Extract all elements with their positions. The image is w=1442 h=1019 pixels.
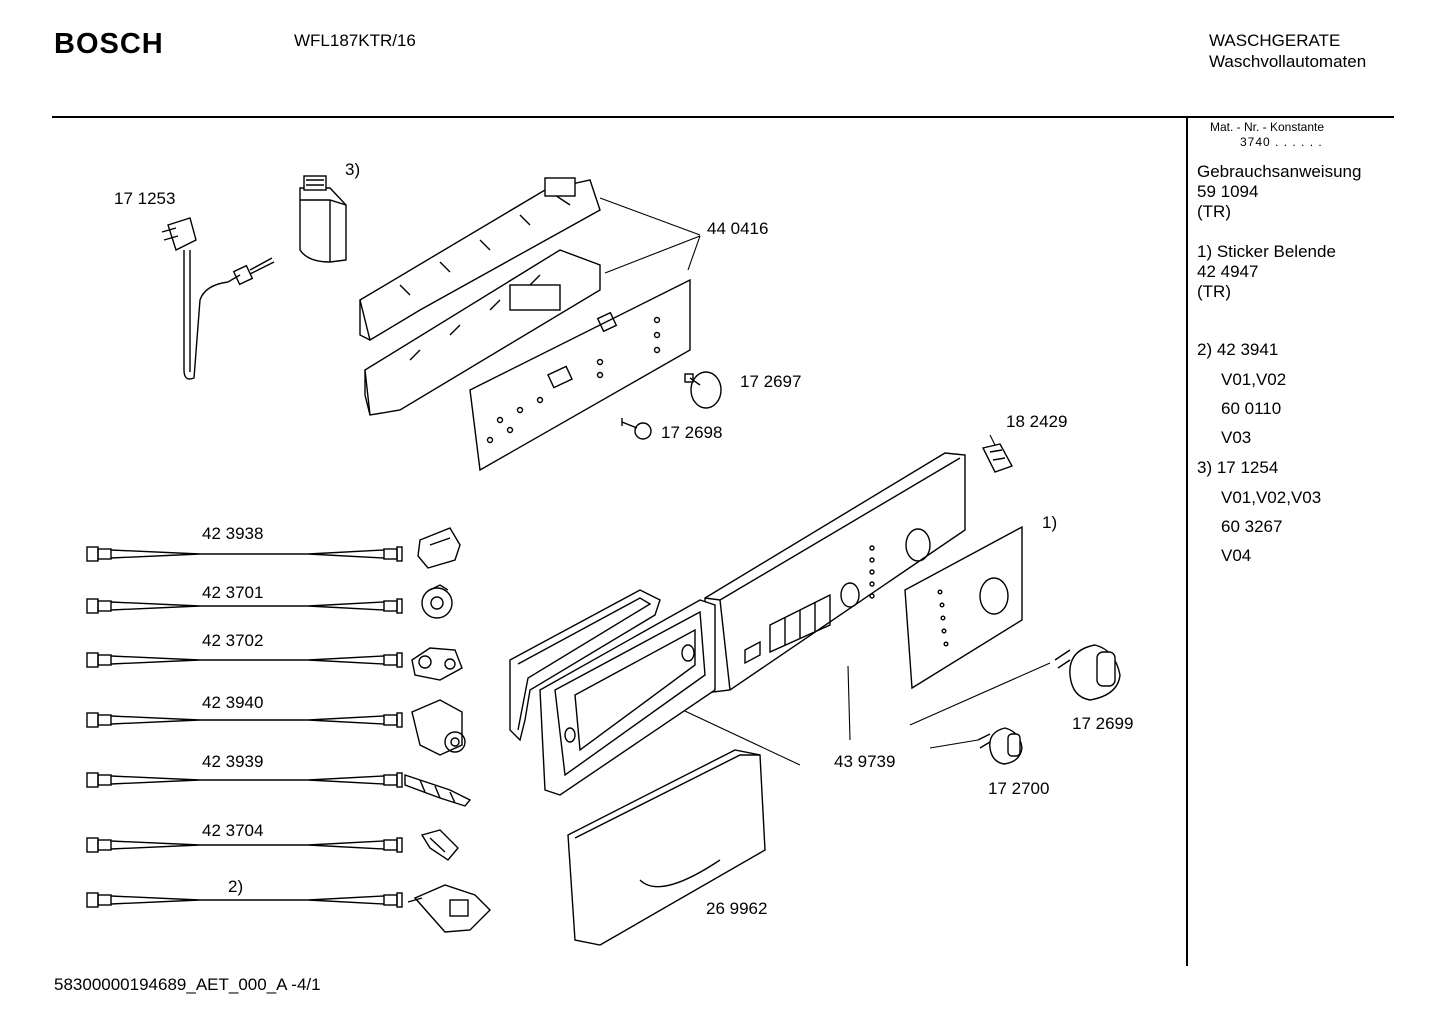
part-label-172698: 17 2698 <box>661 423 723 442</box>
module-frame-upper <box>359 177 601 342</box>
manual-title: Gebrauchsanweisung <box>1197 162 1362 181</box>
leader-lines <box>599 197 1051 766</box>
part-label-172700: 17 2700 <box>988 779 1050 798</box>
door-lock-component <box>417 527 461 569</box>
heater-sensor-component <box>404 774 472 807</box>
harness-423701 <box>86 598 403 614</box>
knob-172699 <box>1054 644 1121 701</box>
model-number: WFL187KTR/16 <box>294 31 416 50</box>
part-label-423939: 42 3939 <box>202 752 264 771</box>
note3-number2: 60 3267 <box>1221 517 1283 536</box>
mat-number-value: 3740 . . . . . . <box>1240 135 1323 149</box>
sticker-part <box>904 525 1023 690</box>
part-label-note1: 1) <box>1042 513 1058 532</box>
part-label-440416: 44 0416 <box>707 219 769 238</box>
part-label-439739: 43 9739 <box>834 752 896 771</box>
harness-423702 <box>86 652 403 668</box>
solenoid-component <box>407 884 491 933</box>
knob-172700 <box>977 727 1023 765</box>
dispenser-gasket <box>509 589 661 742</box>
note1-language: (TR) <box>1197 282 1231 301</box>
module-frame-lower <box>364 249 601 416</box>
part-label-423940: 42 3940 <box>202 693 264 712</box>
sidebar-divider <box>1186 116 1188 966</box>
part-label-423704: 42 3704 <box>202 821 264 840</box>
note2-number2: 60 0110 <box>1221 399 1282 418</box>
part-label-182429: 18 2429 <box>1006 412 1068 431</box>
control-board <box>469 278 691 472</box>
header-divider <box>52 116 1394 118</box>
harness-423939 <box>86 772 403 788</box>
mat-number-label: Mat. - Nr. - Konstante <box>1210 120 1325 134</box>
dispenser-housing <box>539 599 716 796</box>
exploded-parts-drawing <box>86 175 1121 946</box>
ntc-sensor-component <box>420 829 459 861</box>
part-label-423938: 42 3938 <box>202 524 264 543</box>
note2-variant1: V01,V02 <box>1221 370 1287 389</box>
part-label-note2: 2) <box>228 877 244 896</box>
bracket-182429 <box>981 443 1014 473</box>
harness-part2 <box>86 892 403 908</box>
part-label-172697: 17 2697 <box>740 372 802 391</box>
note1-number: 42 4947 <box>1197 262 1259 281</box>
note3-variant2: V04 <box>1221 546 1252 565</box>
document-code: 58300000194689_AET_000_A -4/1 <box>54 975 321 994</box>
drawer-front <box>567 749 766 946</box>
note3-variant1: V01,V02,V03 <box>1221 488 1322 507</box>
pump-component <box>411 699 466 756</box>
part-label-171253: 17 1253 <box>114 189 176 208</box>
part-label-note3: 3) <box>345 160 361 179</box>
part-label-423702: 42 3702 <box>202 631 264 650</box>
category-subtitle: Waschvollautomaten <box>1209 52 1367 71</box>
note2-title: 2) 42 3941 <box>1197 340 1279 359</box>
valve-component <box>411 647 463 681</box>
part-label-172699: 17 2699 <box>1072 714 1134 733</box>
filter-part <box>299 175 347 263</box>
shaft-172697 <box>684 371 722 409</box>
brand-logo: BOSCH <box>54 28 164 60</box>
harness-423938 <box>86 546 403 562</box>
power-cord-part <box>161 217 275 380</box>
part-label-269962: 26 9962 <box>706 899 768 918</box>
part-label-423701: 42 3701 <box>202 583 264 602</box>
pressure-switch-component <box>421 584 453 619</box>
category-title: WASCHGERATE <box>1209 31 1341 50</box>
harness-423940 <box>86 712 403 728</box>
note1-title: 1) Sticker Belende <box>1197 242 1336 261</box>
note3-title: 3) 17 1254 <box>1197 458 1279 477</box>
note2-variant2: V03 <box>1221 428 1252 447</box>
manual-number: 59 1094 <box>1197 182 1259 201</box>
manual-language: (TR) <box>1197 202 1231 221</box>
harness-423704 <box>86 837 403 853</box>
shaft-172698 <box>621 418 652 440</box>
